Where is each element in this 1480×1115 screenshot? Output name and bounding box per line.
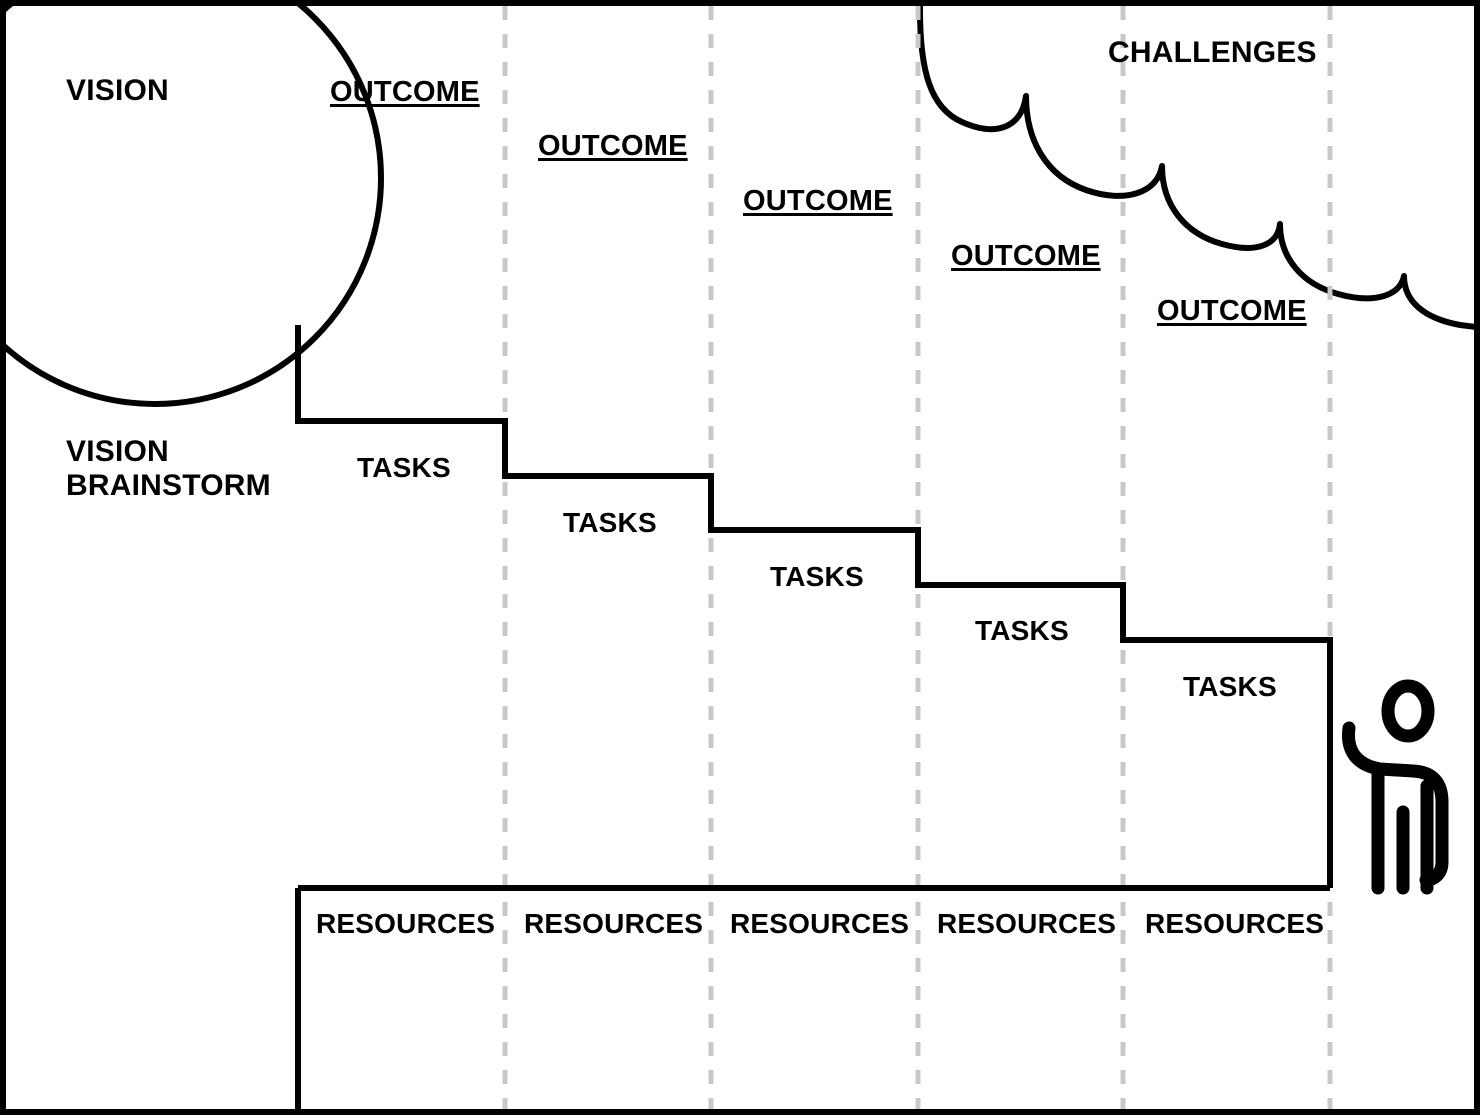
staircase-steps-icon: [295, 325, 1333, 888]
challenges-cloud-icon: [917, 6, 1474, 330]
outcome-label-3: OUTCOME: [743, 185, 893, 217]
vision-brainstorm-line1: VISION: [66, 435, 169, 468]
tasks-label-4: TASKS: [975, 615, 1069, 646]
person-head: [1381, 679, 1435, 743]
tasks-label-3: TASKS: [770, 561, 864, 592]
vision-brainstorm-label: VISION BRAINSTORM: [66, 435, 271, 502]
resources-label-3: RESOURCES: [730, 908, 910, 939]
tasks-label-2: TASKS: [563, 507, 657, 538]
resources-label-2: RESOURCES: [524, 908, 704, 939]
resources-label-5: RESOURCES: [1145, 908, 1325, 939]
outcome-label-5: OUTCOME: [1157, 295, 1307, 327]
tasks-label-5: TASKS: [1183, 671, 1277, 702]
person-arms: [1341, 721, 1449, 887]
vision-label: VISION: [66, 74, 169, 107]
tasks-label-1: TASKS: [357, 452, 451, 483]
outcome-label-1: OUTCOME: [330, 76, 480, 108]
outcome-label-2: OUTCOME: [538, 130, 688, 162]
outcome-label-4: OUTCOME: [951, 240, 1101, 272]
challenges-label: CHALLENGES: [1108, 36, 1317, 69]
vision-circle-icon: [6, 6, 384, 407]
resources-label-1: RESOURCES: [316, 908, 496, 939]
person-standing-arm-raised-icon: [1341, 679, 1449, 895]
vision-brainstorm-line2: BRAINSTORM: [66, 468, 271, 502]
resources-label-4: RESOURCES: [937, 908, 1117, 939]
